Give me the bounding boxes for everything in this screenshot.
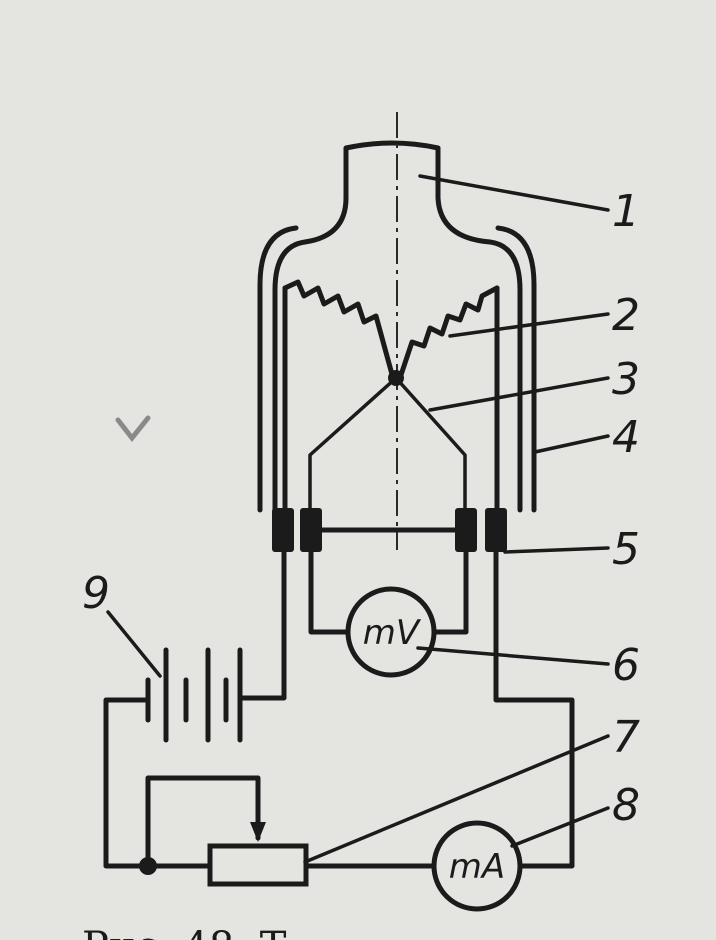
leader-7 (303, 734, 610, 864)
battery-to-node (103, 697, 151, 869)
seal-1 (272, 508, 294, 552)
leader-9 (106, 610, 162, 678)
thermocouple-wire-right (394, 376, 467, 512)
label-1: 1 (612, 186, 640, 237)
thermocouple-wire-left (308, 376, 398, 512)
label-4: 4 (612, 412, 640, 463)
leader-lines (106, 174, 610, 864)
heater-filament-left (282, 279, 396, 381)
seal-2 (300, 508, 322, 552)
leader-2 (448, 312, 610, 338)
milliammeter (431, 820, 523, 912)
pencil-mark (115, 415, 151, 443)
seal-3 (455, 508, 477, 552)
leader-6 (416, 646, 610, 666)
leader-3 (428, 376, 610, 412)
millivoltmeter-label: mV (363, 613, 422, 653)
heater-filament-right (397, 285, 500, 381)
label-3: 3 (612, 354, 640, 405)
heater-supply-left (237, 549, 287, 701)
figure-caption: Рис. 48. Т (82, 924, 287, 940)
leader-1 (418, 174, 610, 212)
leader-4 (533, 434, 610, 454)
milliammeter-label: mA (449, 847, 505, 887)
rheostat-slider-wire (145, 775, 261, 869)
millivoltmeter (345, 586, 437, 678)
gauge-bulb (272, 140, 523, 513)
label-8: 8 (612, 780, 640, 831)
voltmeter-wire (308, 549, 351, 635)
heater-supply-right (493, 549, 575, 869)
rheostat-slider-arrow (250, 822, 266, 842)
battery (145, 647, 243, 743)
lead-seals (272, 508, 507, 552)
leader-8 (510, 806, 610, 848)
label-6: 6 (612, 640, 640, 691)
gauge-bulb-inner (257, 225, 537, 513)
leader-5 (503, 546, 610, 554)
voltmeter-wire-right (431, 549, 469, 635)
label-5: 5 (612, 524, 640, 575)
label-2: 2 (612, 290, 640, 341)
rheostat (207, 843, 309, 887)
label-9: 9 (82, 568, 110, 619)
label-7: 7 (612, 712, 640, 763)
seal-4 (485, 508, 507, 552)
